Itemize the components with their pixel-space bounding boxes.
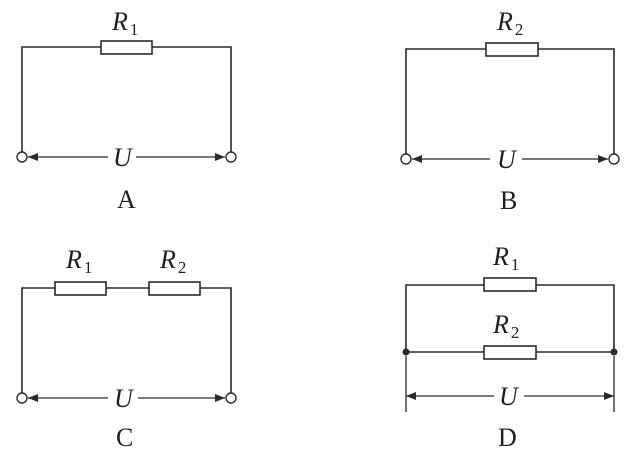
circuit-c-voltage-arrow bbox=[28, 394, 225, 402]
circuit-c-voltage-label: U bbox=[114, 384, 135, 413]
circuit-d-resistor-r2 bbox=[483, 345, 537, 360]
circuit-c-resistor-r1 bbox=[54, 281, 107, 296]
circuit-c-left-terminal bbox=[16, 392, 28, 404]
circuit-a-wire bbox=[21, 46, 232, 157]
circuit-b-voltage-label: U bbox=[497, 145, 518, 174]
circuit-d-caption: D bbox=[498, 423, 517, 452]
circuit-b-left-terminal bbox=[400, 153, 412, 165]
circuit-a-right-terminal bbox=[225, 151, 237, 163]
circuit-a-resistor-r1 bbox=[100, 40, 153, 55]
circuit-d-voltage-arrow bbox=[406, 392, 614, 400]
circuit-d-right-node bbox=[610, 348, 618, 356]
circuit-a-voltage-label: U bbox=[113, 143, 134, 172]
circuit-d-left-node bbox=[402, 348, 410, 356]
circuit-b-resistor-r2 bbox=[485, 42, 539, 57]
circuit-c-caption: C bbox=[116, 423, 133, 452]
circuit-c-right-terminal bbox=[225, 392, 237, 404]
circuit-d-resistor-r1 bbox=[483, 277, 537, 292]
circuit-c-wire bbox=[21, 287, 232, 396]
circuit-b-caption: B bbox=[500, 186, 517, 215]
circuit-a-left-terminal bbox=[16, 151, 28, 163]
circuit-c-resistor-r2 bbox=[148, 281, 201, 296]
circuit-b-voltage-arrow bbox=[412, 155, 608, 163]
circuit-d-voltage-label: U bbox=[499, 382, 520, 411]
circuit-b-wire bbox=[405, 48, 615, 157]
circuit-a-caption: A bbox=[117, 185, 136, 214]
circuit-a-voltage-arrow bbox=[28, 153, 225, 161]
circuit-b-right-terminal bbox=[608, 153, 620, 165]
